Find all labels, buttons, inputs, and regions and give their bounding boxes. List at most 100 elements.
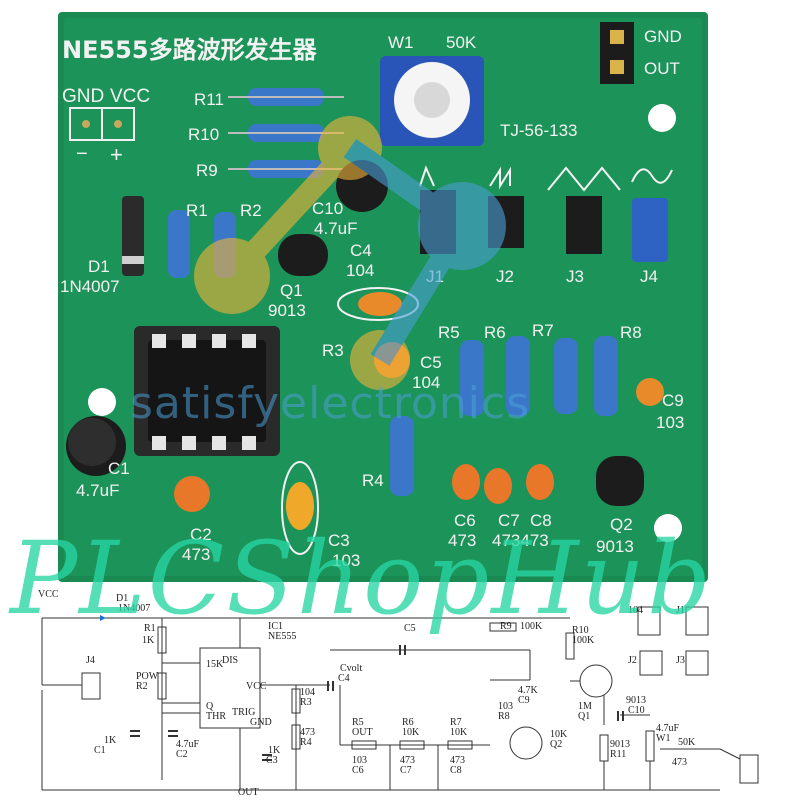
label-c5: C5: [420, 353, 442, 372]
schematic-label: Q2: [550, 739, 562, 750]
label-1n4007: 1N4007: [60, 277, 120, 296]
schematic-label: C9: [518, 695, 530, 706]
schematic-label: 1K: [268, 745, 281, 756]
resistor-r1: [168, 210, 190, 278]
schematic-label: Q: [206, 701, 214, 712]
label-r11: R11: [194, 90, 224, 109]
schematic-label: J3: [676, 655, 685, 666]
label-c3-value: 103: [332, 551, 360, 570]
label-c1: C1: [108, 459, 130, 478]
schematic-label: C10: [628, 705, 645, 716]
transistor-q2: [596, 456, 644, 506]
schematic-label: OUT: [352, 727, 373, 738]
schematic-label: C7: [400, 765, 412, 776]
label-c7-c8-value: 473473: [492, 531, 549, 550]
schematic-label: W1: [656, 733, 670, 744]
mounting-hole: [88, 388, 116, 416]
schematic-label: 1N4007: [118, 603, 150, 614]
label-c6: C6: [454, 511, 476, 530]
schematic-label: 9013: [626, 695, 646, 706]
schematic-label: C1: [94, 745, 106, 756]
pot-label: W1: [388, 33, 414, 52]
label-c1-value: 4.7uF: [76, 481, 119, 500]
schematic-label: R11: [610, 749, 626, 760]
schematic-label: TRIG: [232, 707, 255, 718]
label-c10: C10: [312, 199, 343, 218]
label-c2: C2: [190, 525, 212, 544]
label-q1-type: 9013: [268, 301, 306, 320]
schematic-label: C5: [404, 623, 416, 634]
label-c10-value: 4.7uF: [314, 219, 357, 238]
capacitor-c3: [281, 461, 319, 555]
schematic-label: 473: [672, 757, 687, 768]
label-r8: R8: [620, 323, 642, 342]
label-c7: C7: [498, 511, 520, 530]
schematic-label: R2: [136, 681, 148, 692]
schematic-label: C3: [266, 755, 278, 766]
label-c9-value: 103: [656, 413, 684, 432]
schematic-label: C8: [450, 765, 462, 776]
schematic-label: 104: [628, 605, 643, 616]
schematic-label: 473: [300, 727, 315, 738]
out-out-label: OUT: [644, 59, 680, 78]
label-r7: R7: [532, 321, 554, 340]
label-c9: C9: [662, 391, 684, 410]
schematic-label: R1: [144, 623, 156, 634]
schematic-label: 473: [450, 755, 465, 766]
schematic-label: 1K: [104, 735, 117, 746]
label-j4: J4: [640, 267, 658, 286]
schematic-label: 473: [400, 755, 415, 766]
label-c4: C4: [350, 241, 372, 260]
schematic-label: 4.7uF: [176, 739, 200, 750]
label-c2-value: 473: [182, 545, 210, 564]
label-c6-value: 473: [448, 531, 476, 550]
schematic-label: 100K: [572, 635, 595, 646]
out-gnd-label: GND: [644, 27, 682, 46]
schematic-label: D1: [116, 593, 128, 604]
label-r6: R6: [484, 323, 506, 342]
transistor-q1: [278, 234, 328, 276]
power-vcc-label: VCC: [110, 86, 150, 107]
resistor-bank-middle: [460, 336, 618, 416]
label-d1: D1: [88, 257, 110, 276]
schematic-label: J4: [86, 655, 95, 666]
power-gnd-label: GND: [62, 86, 104, 107]
schematic-label: 10K: [402, 727, 420, 738]
schematic-label: J2: [628, 655, 637, 666]
schematic-label: R3: [300, 697, 312, 708]
capacitor-c2: [174, 476, 210, 512]
schematic-label: Cvolt: [340, 663, 362, 674]
schematic-label: 104: [300, 687, 315, 698]
pcb-photo: NE555多路波形发生器 GND VCC − + GND OUT W1 50K …: [58, 12, 708, 582]
schematic-label: R10: [572, 625, 589, 636]
schematic-label: VCC: [246, 681, 267, 692]
label-c3: C3: [328, 531, 350, 550]
schematic-label: 103: [498, 701, 513, 712]
label-r3: R3: [322, 341, 344, 360]
schematic-label: OUT: [238, 787, 259, 798]
schematic-label: R4: [300, 737, 312, 748]
label-r9: R9: [196, 161, 218, 180]
schematic-label: 1K: [142, 635, 155, 646]
schematic-label: R9: [500, 621, 512, 632]
schematic-label: 9013: [610, 739, 630, 750]
schematic-label: R7: [450, 717, 462, 728]
label-q2-type: 9013: [596, 537, 634, 556]
schematic-label: IC1: [268, 621, 283, 632]
label-r1: R1: [186, 201, 208, 220]
pot-value: 50K: [446, 33, 477, 52]
board-title: NE555多路波形发生器: [62, 36, 318, 64]
schematic-label: POW: [136, 671, 159, 682]
schematic-label: 10K: [450, 727, 468, 738]
label-r10: R10: [188, 125, 219, 144]
label-r2: R2: [240, 201, 262, 220]
capacitor-c9: [636, 378, 664, 406]
schematic-label: DIS: [222, 655, 238, 666]
schematic-label: GND: [250, 717, 272, 728]
schematic-label: 4.7K: [518, 685, 539, 696]
power-plus-sign: +: [110, 142, 123, 167]
label-c4-value: 104: [346, 261, 374, 280]
schematic-label: VCC: [38, 589, 59, 600]
schematic-label: 1M: [578, 701, 592, 712]
